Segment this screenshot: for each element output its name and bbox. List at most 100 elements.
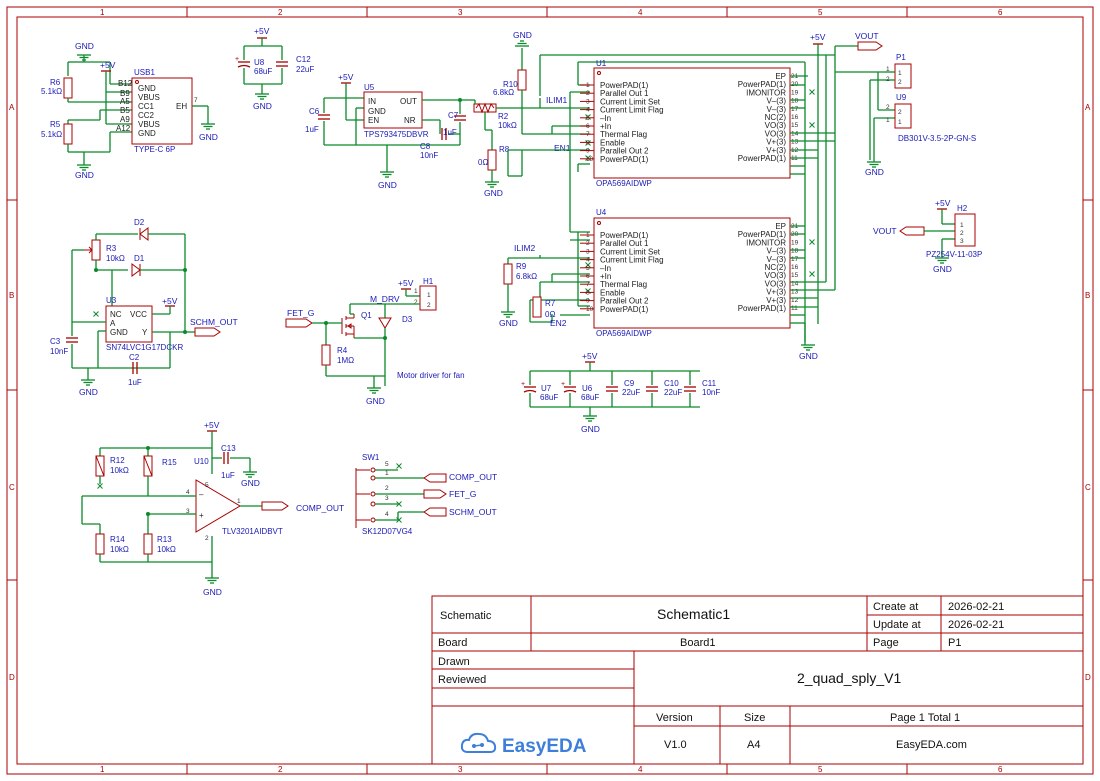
svg-text:GND: GND (138, 84, 156, 93)
capacitor-c11[interactable]: C11 10nF (683, 379, 720, 397)
bulk-caps-section: +5V U7 68uF U6 68uF C9 22uF C10 22uF (520, 351, 720, 434)
resistor-r9[interactable]: R9 6.8kΩ (503, 262, 537, 285)
header-h2[interactable]: H2 1 2 3 PZ254V-11-03P (926, 204, 982, 259)
column-ruler-top: 1 2 3 4 5 6 (100, 8, 1003, 17)
svg-text:OUT: OUT (400, 97, 417, 106)
resistor-r8[interactable]: R8 0Ω (478, 145, 510, 171)
potentiometer-r15[interactable]: R15 (143, 455, 177, 477)
comp-out-port-u10[interactable]: COMP_OUT (261, 501, 344, 513)
vout-port-h2[interactable]: VOUT (873, 226, 925, 236)
cloud-icon (460, 732, 497, 753)
schm-out-port[interactable]: SCHM_OUT (190, 317, 238, 337)
svg-text:6.8kΩ: 6.8kΩ (493, 88, 514, 97)
capacitor-c6[interactable]: C6 1uF (305, 107, 331, 134)
ldo-u5[interactable]: U5 IN GND EN OUT NR TPS793475DBVR (363, 83, 429, 139)
svg-text:5: 5 (385, 461, 389, 468)
svg-text:1MΩ: 1MΩ (337, 356, 354, 365)
power-opamp-u4[interactable]: U4 OPA569AIDWP (593, 208, 791, 338)
resistor-r5[interactable]: R5 5.1kΩ (41, 120, 73, 145)
svg-text:U9: U9 (896, 93, 907, 102)
opa-right-pin-name: V+(3) (766, 288, 786, 297)
usb-c-connector-section: GND R6 5.1kΩ +5V R5 5.1kΩ (41, 41, 218, 180)
terminal-block-u9[interactable]: U9 2 1 2 1 DB301V-3.5-2P-GN-S (886, 93, 976, 143)
capacitor-c13[interactable]: C13 1uF (221, 444, 236, 480)
usb-c-connector-usb1[interactable]: USB1 TYPE-C 6P B12 B9 A5 B5 A9 A12 GND V… (116, 68, 198, 154)
resistor-r13[interactable]: R13 10kΩ (143, 533, 176, 555)
gnd-label: GND (79, 387, 98, 397)
capacitor-c9[interactable]: C9 22uF (605, 379, 640, 397)
resistor-r14[interactable]: R14 10kΩ (95, 533, 129, 555)
fet-g-port-sw1[interactable]: FET_G (423, 489, 476, 499)
opa-right-pin-name: VO(3) (765, 129, 787, 138)
svg-text:C2: C2 (129, 353, 140, 362)
size-value: A4 (747, 739, 760, 751)
resistor-r6[interactable]: R6 5.1kΩ (41, 77, 73, 99)
svg-text:10kΩ: 10kΩ (110, 545, 129, 554)
svg-text:C7: C7 (448, 111, 459, 120)
capacitor-c10[interactable]: C10 22uF (645, 379, 682, 397)
resistor-r4[interactable]: R4 1MΩ (321, 344, 354, 366)
svg-text:2: 2 (205, 535, 209, 542)
gnd-label: GND (253, 101, 272, 111)
capacitor-c8[interactable]: C8 10nF (420, 127, 447, 160)
fet-g-port[interactable]: FET_G (285, 308, 314, 328)
schematic-label: Schematic (440, 610, 492, 622)
svg-text:U1: U1 (596, 59, 607, 68)
resistor-r10[interactable]: R10 6.8kΩ (493, 69, 527, 97)
svg-text:B9: B9 (120, 89, 130, 98)
svg-text:2: 2 (960, 230, 964, 237)
comparator-u10[interactable]: – + U10 TLV3201AIDBVT 5 2 4 3 1 (186, 457, 283, 542)
row-label: A (9, 103, 15, 112)
diode-d1[interactable]: D1 (131, 254, 145, 277)
plus5v-label: +5V (254, 26, 270, 36)
m-drv-label: M_DRV (370, 294, 400, 304)
header-h1[interactable]: H1 1 2 1 2 (414, 277, 437, 311)
electrolytic-cap-u7[interactable]: U7 68uF (520, 380, 558, 402)
col-label: 3 (458, 8, 463, 17)
opa-left-pin-name: Parallel Out 2 (600, 297, 649, 306)
svg-text:C6: C6 (309, 107, 320, 116)
svg-text:R4: R4 (337, 346, 348, 355)
schmitt-buffer-u3[interactable]: U3 NC A GND VCC Y SN74LVC1G17DCKR (105, 296, 183, 352)
capacitor-c12[interactable]: C12 22uF (275, 55, 314, 74)
plus5v-label: +5V (204, 420, 220, 430)
header-p1[interactable]: P1 1 2 1 2 (886, 53, 912, 89)
project-name: 2_quad_sply_V1 (797, 670, 902, 686)
svg-text:B5: B5 (120, 106, 130, 115)
potentiometer-r12[interactable]: R12 10kΩ (95, 455, 129, 477)
svg-text:10nF: 10nF (50, 347, 68, 356)
selector-switch-sw1[interactable]: SW1 SK12D07VG4 5 1 2 3 4 (355, 453, 413, 536)
capacitor-c2[interactable]: C2 1uF (128, 353, 142, 387)
col-label: 6 (998, 8, 1003, 17)
plus5v-label: +5V (100, 60, 116, 70)
comp-out-port-sw1[interactable]: COMP_OUT (423, 472, 497, 483)
svg-text:VBUS: VBUS (138, 120, 160, 129)
plus5v-label: +5V (582, 351, 598, 361)
power-opamp-u1[interactable]: U1 OPA569AIDWP (593, 59, 791, 188)
schm-out-port-sw1[interactable]: SCHM_OUT (423, 507, 497, 517)
resistor-r7[interactable]: R7 0Ω (532, 296, 556, 319)
svg-text:2: 2 (414, 299, 418, 306)
gnd-label: GND (75, 170, 94, 180)
vout-port-top[interactable]: VOUT (855, 31, 883, 51)
motor-driver-note: Motor driver for fan (397, 371, 465, 380)
svg-text:A: A (110, 319, 116, 328)
diode-d3[interactable]: D3 (378, 315, 413, 329)
svg-text:C13: C13 (221, 444, 236, 453)
row-label: C (1085, 483, 1091, 492)
svg-text:FET_G: FET_G (287, 308, 314, 318)
capacitor-c3[interactable]: C3 10nF (50, 337, 79, 356)
diode-d2[interactable]: D2 (134, 218, 149, 241)
capacitor-c7[interactable]: C7 1uF (443, 111, 467, 137)
opa-right-pin-number: 15 (791, 122, 799, 129)
opa-left-pin-name: Current Limit Set (600, 247, 661, 256)
mosfet-q1[interactable]: Q1 (341, 311, 372, 338)
electrolytic-cap-u8[interactable]: U8 68uF (234, 55, 272, 76)
opa-right-pin-number: 16 (791, 114, 799, 121)
opa-left-pin-name: PowerPAD(1) (600, 155, 649, 164)
plus5v-label: +5V (935, 198, 951, 208)
svg-text:4: 4 (385, 511, 389, 518)
potentiometer-r3[interactable]: R3 10kΩ (84, 239, 125, 263)
header-h2-section: +5V VOUT GND H2 1 2 3 PZ254V-11-03P (873, 198, 982, 274)
electrolytic-cap-u6[interactable]: U6 68uF (560, 380, 599, 402)
